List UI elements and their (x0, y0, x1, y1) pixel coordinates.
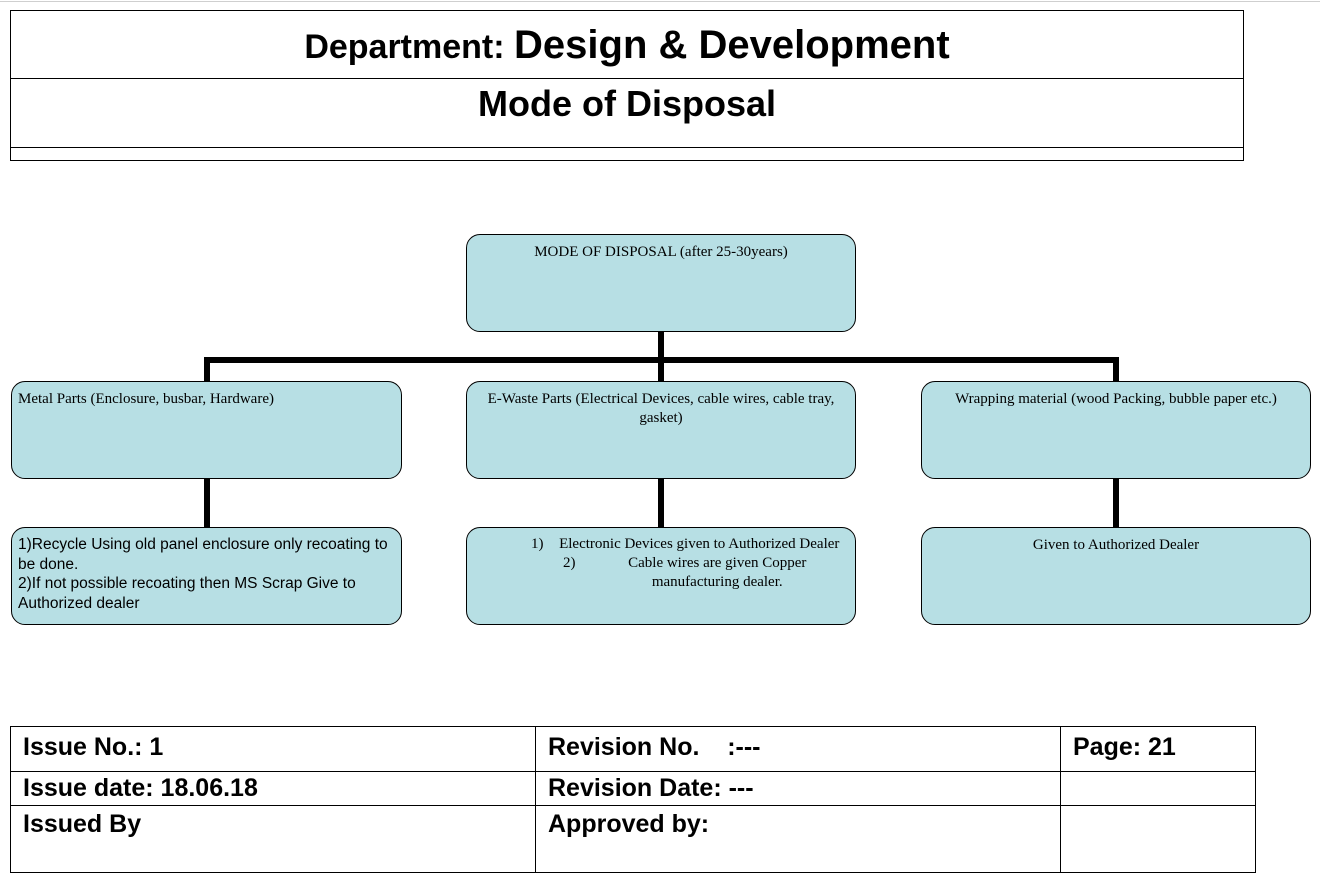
document-header: Department: Design & Development Mode of… (10, 10, 1244, 161)
issue-date-cell: Issue date: 18.06.18 (10, 771, 536, 806)
department-heading: Department: Design & Development (11, 23, 1243, 68)
approved-by-cell: Approved by: (535, 805, 1061, 873)
branch-label-wrapping: Wrapping material (wood Packing, bubble … (955, 391, 1277, 407)
branch-label-ewaste: E-Waste Parts (Electrical Devices, cable… (487, 391, 835, 426)
issued-by-cell: Issued By (10, 805, 536, 873)
action-box-metal: 1)Recycle Using old panel enclosure only… (11, 527, 402, 625)
department-value: Design & Development (514, 23, 950, 67)
table-row: Issued By Approved by: (10, 805, 1256, 873)
department-label: Department: (304, 28, 515, 66)
top-divider (0, 1, 1320, 2)
branch-box-ewaste: E-Waste Parts (Electrical Devices, cable… (466, 381, 856, 479)
issue-no-cell: Issue No.: 1 (10, 726, 536, 772)
list-text: Electronic Devices given to Authorized D… (559, 536, 840, 552)
root-label: MODE OF DISPOSAL (after 25-30years) (534, 244, 788, 260)
action-box-wrapping: Given to Authorized Dealer (921, 527, 1311, 625)
root-box: MODE OF DISPOSAL (after 25-30years) (466, 234, 856, 332)
empty-cell (1060, 805, 1256, 873)
table-row: Issue No.: 1 Revision No. :--- Page: 21 (10, 726, 1256, 772)
branch-label-metal: Metal Parts (Enclosure, busbar, Hardware… (18, 391, 274, 407)
empty-cell (1060, 771, 1256, 806)
action-box-ewaste: 1) Electronic Devices given to Authorize… (466, 527, 856, 625)
page-number-cell: Page: 21 (1060, 726, 1256, 772)
list-number: 1) (531, 536, 544, 552)
action-text-metal: 1)Recycle Using old panel enclosure only… (18, 535, 393, 613)
revision-date-cell: Revision Date: --- (535, 771, 1061, 806)
revision-no-cell: Revision No. :--- (535, 726, 1061, 772)
branch-box-wrapping: Wrapping material (wood Packing, bubble … (921, 381, 1311, 479)
action-line: 2)If not possible recoating then MS Scra… (18, 575, 356, 612)
list-text: Cable wires are given Copper manufacturi… (628, 555, 807, 590)
document-footer-table: Issue No.: 1 Revision No. :--- Page: 21 … (10, 726, 1256, 873)
table-row: Issue date: 18.06.18 Revision Date: --- (10, 771, 1256, 806)
list-item: 1) Electronic Devices given to Authorize… (479, 535, 841, 554)
list-number: 2) (563, 555, 576, 571)
action-text-wrapping: Given to Authorized Dealer (1032, 537, 1200, 553)
action-line: 1)Recycle Using old panel enclosure only… (18, 536, 388, 573)
document-title: Mode of Disposal (477, 83, 777, 124)
branch-box-metal: Metal Parts (Enclosure, busbar, Hardware… (11, 381, 402, 479)
list-item: 2) Cable wires are given Copper manufact… (479, 554, 841, 592)
department-row: Department: Design & Development (11, 11, 1243, 79)
action-list-ewaste: 1) Electronic Devices given to Authorize… (479, 535, 841, 592)
title-row: Mode of Disposal (11, 79, 1243, 148)
